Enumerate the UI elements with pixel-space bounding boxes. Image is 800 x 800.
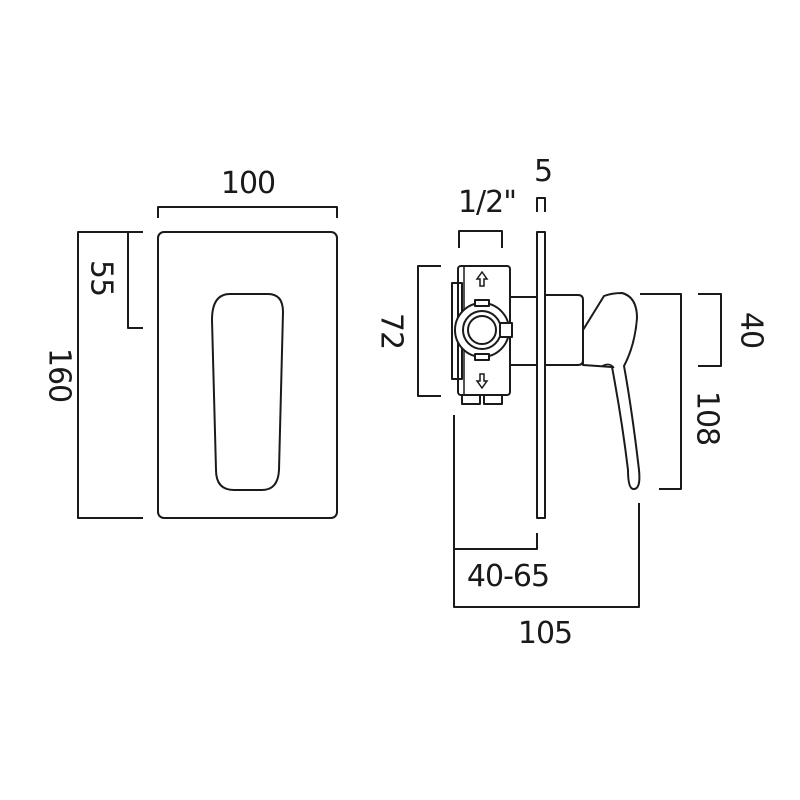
front-lever-handle [211, 293, 284, 491]
handle-height-label: 40 [734, 312, 769, 348]
side-height-label: 108 [690, 391, 725, 445]
thread-dimension: 1/2" [458, 185, 517, 248]
side-cover-plate [536, 231, 546, 519]
total-depth-dimension: 105 [453, 503, 640, 651]
wall-depth-label: 40-65 [467, 559, 549, 594]
side-lever-handle [582, 292, 641, 491]
wall-depth-dimension: 40-65 [453, 415, 550, 594]
plate-thickness-dimension: 5 [534, 154, 553, 212]
handle-shroud [545, 294, 584, 366]
front-height-label: 160 [42, 348, 77, 402]
body-height-label: 72 [374, 313, 409, 349]
thread-label: 1/2" [458, 185, 516, 220]
side-height-dimension: 108 [640, 293, 725, 490]
plate-thickness-label: 5 [534, 154, 552, 189]
handle-height-dimension: 40 [698, 293, 769, 367]
front-height-dimension: 160 [42, 231, 143, 519]
front-cover-plate [157, 231, 338, 519]
front-offset-label: 55 [84, 260, 119, 296]
front-view: 100 160 55 [42, 166, 338, 519]
up-arrow-icon [475, 270, 489, 287]
front-width-dimension: 100 [157, 166, 338, 218]
body-height-dimension: 72 [374, 265, 441, 397]
valve-body [451, 265, 513, 405]
side-view: 1/2" 5 72 [374, 154, 769, 651]
valve-neck [510, 296, 538, 366]
front-width-label: 100 [221, 166, 275, 201]
front-offset-dimension: 55 [84, 231, 143, 329]
down-arrow-icon [475, 373, 489, 390]
total-depth-label: 105 [518, 616, 572, 651]
